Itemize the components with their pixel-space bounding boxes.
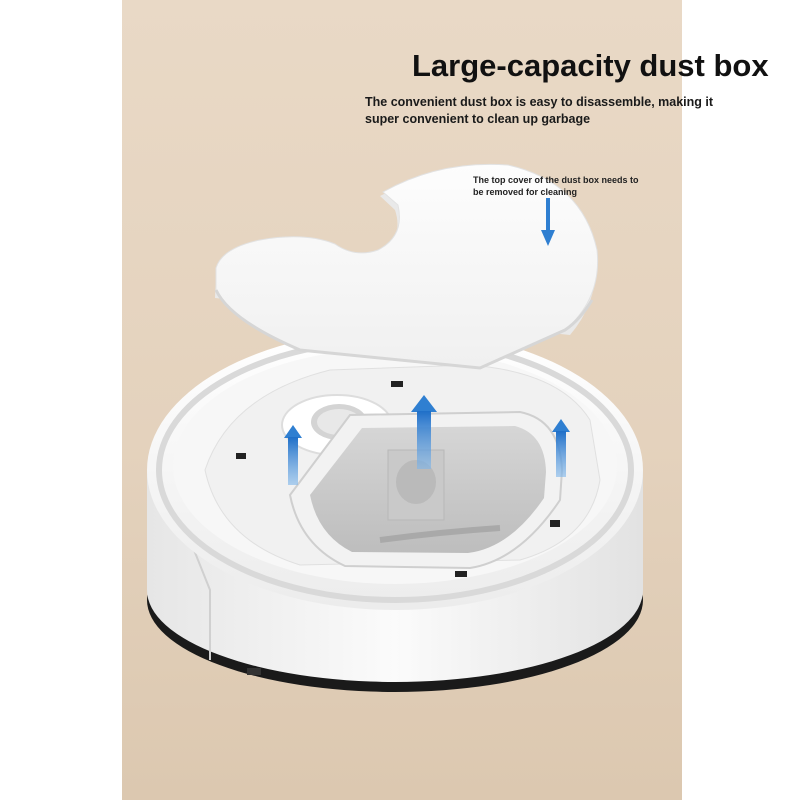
dust-bin <box>288 410 564 570</box>
callout-note: The top cover of the dust box needs to b… <box>473 175 639 197</box>
page-title: Large-capacity dust box <box>412 48 769 83</box>
arrow-up-icon <box>411 395 437 469</box>
arrow-up-icon <box>552 419 570 477</box>
arrow-up-icon <box>284 425 302 485</box>
dust-box-top-cover <box>214 163 599 370</box>
arrow-down-icon <box>541 198 555 246</box>
page-subtitle: The convenient dust box is easy to disas… <box>365 95 714 126</box>
